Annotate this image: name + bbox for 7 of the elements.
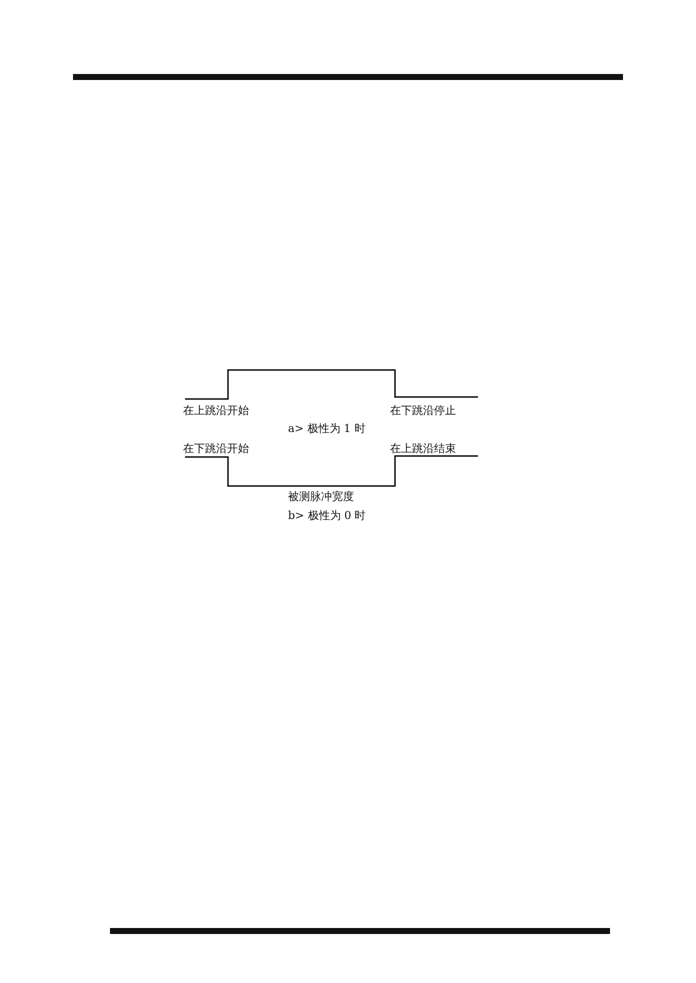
waveform-label: 在下跳沿开始 [183, 442, 249, 455]
waveform-label: 在上跳沿开始 [183, 404, 249, 417]
waveform-label: 在上跳沿结束 [390, 442, 456, 455]
waveform-label: b> 极性为 0 时 [288, 509, 366, 522]
waveform-label: 在下跳沿停止 [390, 404, 456, 417]
waveform-label: 被测脉冲宽度 [288, 490, 354, 503]
waveform-label: a> 极性为 1 时 [288, 422, 366, 435]
